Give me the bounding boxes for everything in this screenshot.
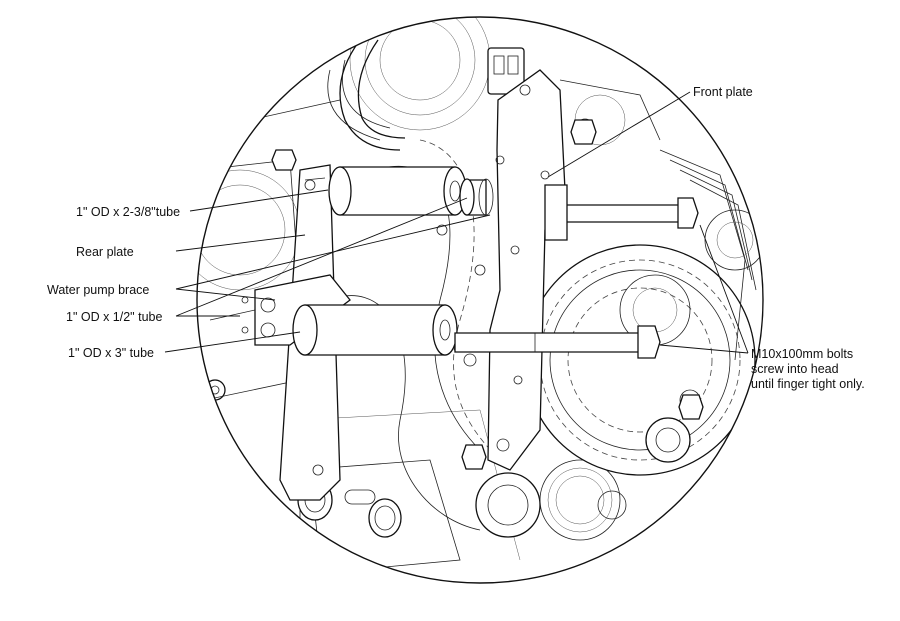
label-rear-plate: Rear plate (76, 245, 134, 259)
leader-lines (164, 91, 749, 354)
label-tube-3: 1" OD x 3" tube (68, 346, 154, 360)
hardware-nuts (271, 119, 704, 470)
engine-detail-view (197, 17, 763, 576)
label-bolts-line3: until finger tight only. (751, 377, 865, 391)
upper-bolt (544, 184, 699, 241)
upper-spacer-tube (328, 166, 467, 216)
detail-view-border (196, 16, 764, 584)
label-tube-1-2: 1" OD x 1/2" tube (66, 310, 162, 324)
label-water-pump-brace: Water pump brace (47, 283, 149, 297)
label-tube-2-3-8: 1" OD x 2-3/8"tube (76, 205, 180, 219)
lower-spacer-tube (292, 304, 458, 356)
label-front-plate: Front plate (693, 85, 753, 99)
lower-bolt (454, 325, 661, 359)
label-bolts-line1: M10x100mm bolts (751, 347, 853, 361)
label-bolts-line2: screw into head (751, 362, 839, 376)
front-plate (487, 69, 566, 471)
short-spacer-tube (459, 178, 494, 216)
